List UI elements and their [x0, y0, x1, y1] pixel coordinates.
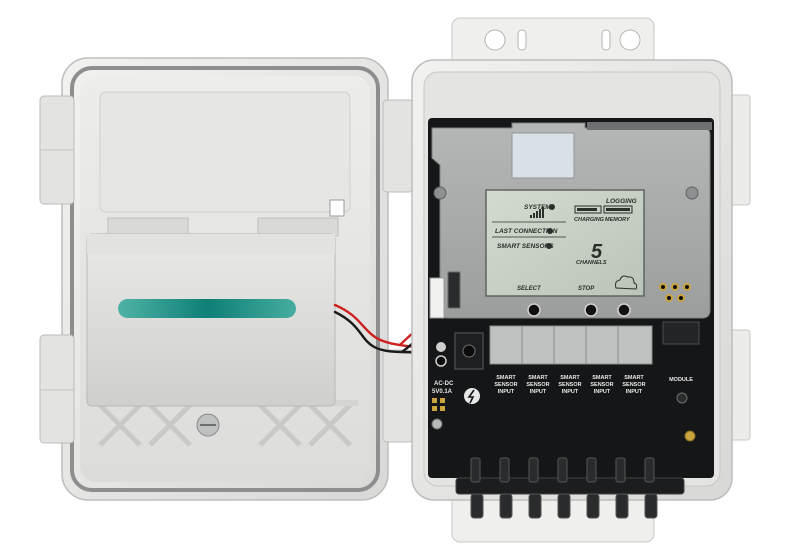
- cloud-icon: [615, 275, 638, 290]
- stop-button[interactable]: [584, 303, 598, 317]
- signal-bars-icon: [530, 207, 544, 218]
- lcd-last-connection-label: LAST CONNECTION: [495, 228, 558, 235]
- lcd-charging-label: CHARGING: [574, 217, 605, 223]
- lcd-channels-label: CHANNELS: [576, 260, 607, 266]
- circuit-board: SYSTEM LOGGING CHARGING MEMORY LAST CONN…: [428, 118, 714, 478]
- svg-text:SMART: SMART: [496, 375, 516, 381]
- svg-text:SENSOR: SENSOR: [526, 382, 549, 388]
- svg-text:INPUT: INPUT: [626, 389, 643, 395]
- sensor-port-label-4: SMART SENSOR INPUT: [590, 375, 613, 395]
- lcd-stop-label: STOP: [578, 286, 595, 292]
- svg-text:SENSOR: SENSOR: [558, 382, 581, 388]
- svg-text:SMART: SMART: [528, 375, 548, 381]
- lcd-select-label: SELECT: [517, 286, 542, 292]
- svg-text:INPUT: INPUT: [594, 389, 611, 395]
- cable-glands: [455, 457, 685, 519]
- battery-window: [118, 299, 296, 318]
- cloud-button[interactable]: [617, 303, 631, 317]
- svg-text:INPUT: INPUT: [530, 389, 547, 395]
- battery-icon: [574, 205, 602, 214]
- sensor-port-cover: [489, 325, 653, 365]
- svg-text:SENSOR: SENSOR: [494, 382, 517, 388]
- memory-icon: [603, 205, 633, 214]
- sensor-port-label-2: SMART SENSOR INPUT: [526, 375, 549, 395]
- lcd-logging-label: LOGGING: [606, 198, 637, 205]
- lcd-system-label: SYSTEM: [524, 204, 551, 211]
- svg-text:SENSOR: SENSOR: [622, 382, 645, 388]
- svg-text:SMART: SMART: [624, 375, 644, 381]
- lcd-channel-count: 5: [591, 241, 603, 263]
- svg-text:INPUT: INPUT: [498, 389, 515, 395]
- svg-text:SENSOR: SENSOR: [590, 382, 613, 388]
- lcd-screen: [485, 189, 645, 297]
- dc-jack: [454, 332, 484, 370]
- power-symbol-icon: [464, 388, 480, 404]
- module-label: MODULE: [669, 377, 693, 383]
- select-button[interactable]: [527, 303, 541, 317]
- sensor-port-label-1: SMART SENSOR INPUT: [494, 375, 517, 395]
- svg-text:SMART: SMART: [560, 375, 580, 381]
- lcd-smart-sensors-label: SMART SENSORS: [497, 243, 554, 250]
- light-sensor-window: [511, 132, 575, 179]
- battery-pack: [86, 217, 339, 407]
- sensor-port-label-5: SMART SENSOR INPUT: [622, 375, 645, 395]
- lcd-memory-label: MEMORY: [605, 217, 631, 223]
- svg-text:INPUT: INPUT: [562, 389, 579, 395]
- svg-text:SMART: SMART: [592, 375, 612, 381]
- power-label-1: AC-DC: [434, 381, 454, 387]
- power-label-2: 5V0.1A: [432, 389, 453, 395]
- module-pads: [659, 283, 691, 302]
- antenna-connector: [684, 430, 696, 442]
- sensor-port-label-3: SMART SENSOR INPUT: [558, 375, 581, 395]
